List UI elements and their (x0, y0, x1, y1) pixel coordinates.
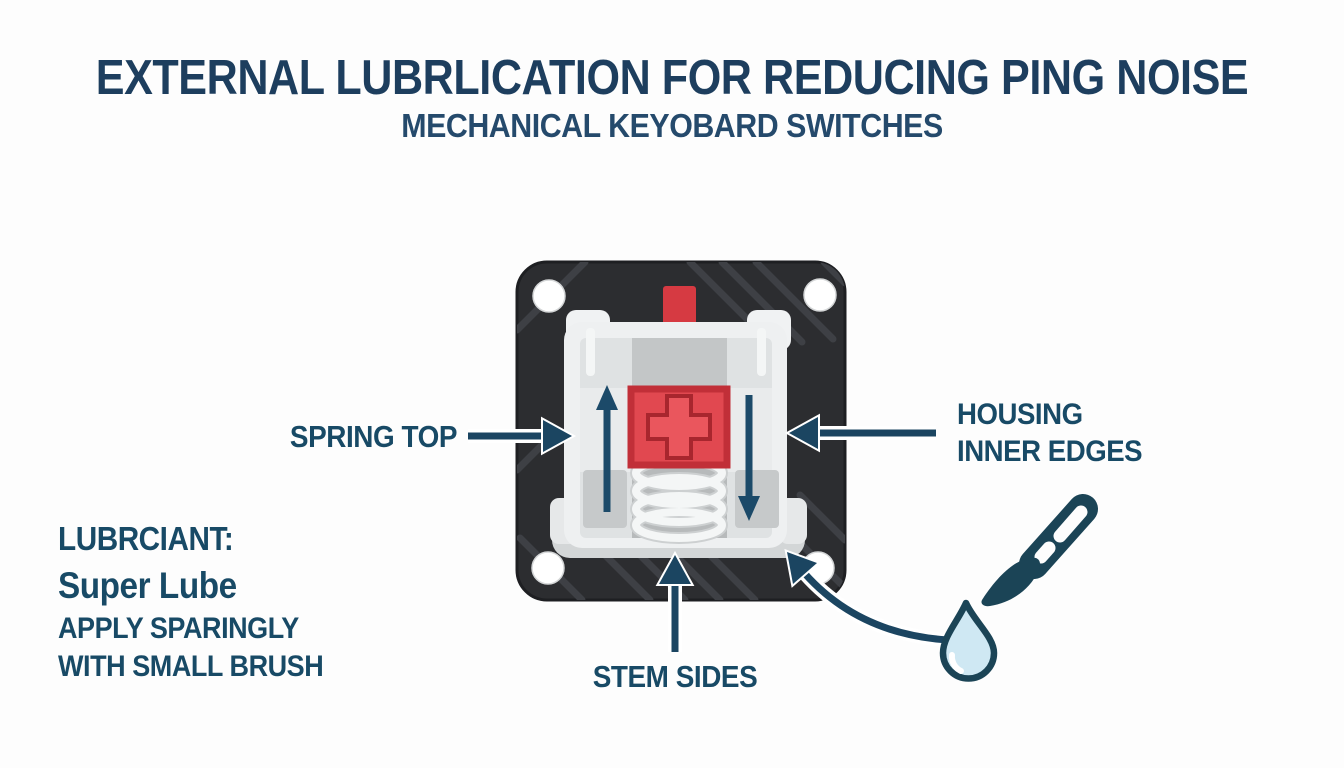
housing-inner-edges-label: HOUSING INNER EDGES (957, 396, 1143, 470)
arrow-down-icon (738, 395, 760, 521)
stem-sides-label: STEM SIDES (592, 659, 758, 694)
stem-sides-arrow (655, 550, 695, 652)
spring-top-label: SPRING TOP (289, 419, 458, 454)
red-stem (627, 385, 731, 469)
inner-arrows (596, 385, 760, 521)
lube-brush-icon (981, 494, 1098, 607)
stem-top-tab (663, 286, 696, 332)
lubricant-instruction-line1: APPLY SPARINGLY (58, 612, 299, 645)
apply-brush-curved-arrow (784, 548, 949, 647)
spring-top-arrow (468, 416, 577, 456)
page-subtitle: MECHANICAL KEYOBARD SWITCHES (401, 107, 943, 144)
stem-cross (646, 394, 712, 460)
brush-head (981, 557, 1041, 607)
screw-hole (803, 278, 837, 312)
housing-edges-arrow (784, 413, 936, 453)
screw-hole (531, 551, 565, 585)
arrow-up-icon (596, 385, 618, 512)
spring (630, 454, 728, 544)
housing-label-line1: HOUSING (957, 398, 1083, 431)
screw-hole (532, 279, 566, 313)
callout-arrows (468, 413, 949, 652)
lubricant-product-name: Super Lube (58, 565, 237, 606)
lube-droplet-icon (939, 599, 998, 682)
page-title: EXTERNAL LUBRLICATION FOR REDUCING PING … (95, 51, 1249, 105)
housing-label-line2: INNER EDGES (957, 435, 1143, 468)
lubricant-note: LUBRCIANT: Super Lube APPLY SPARINGLY WI… (58, 516, 324, 686)
lubricant-heading: LUBRCIANT: (58, 520, 234, 557)
lubricant-instruction-line2: WITH SMALL BRUSH (58, 650, 324, 683)
